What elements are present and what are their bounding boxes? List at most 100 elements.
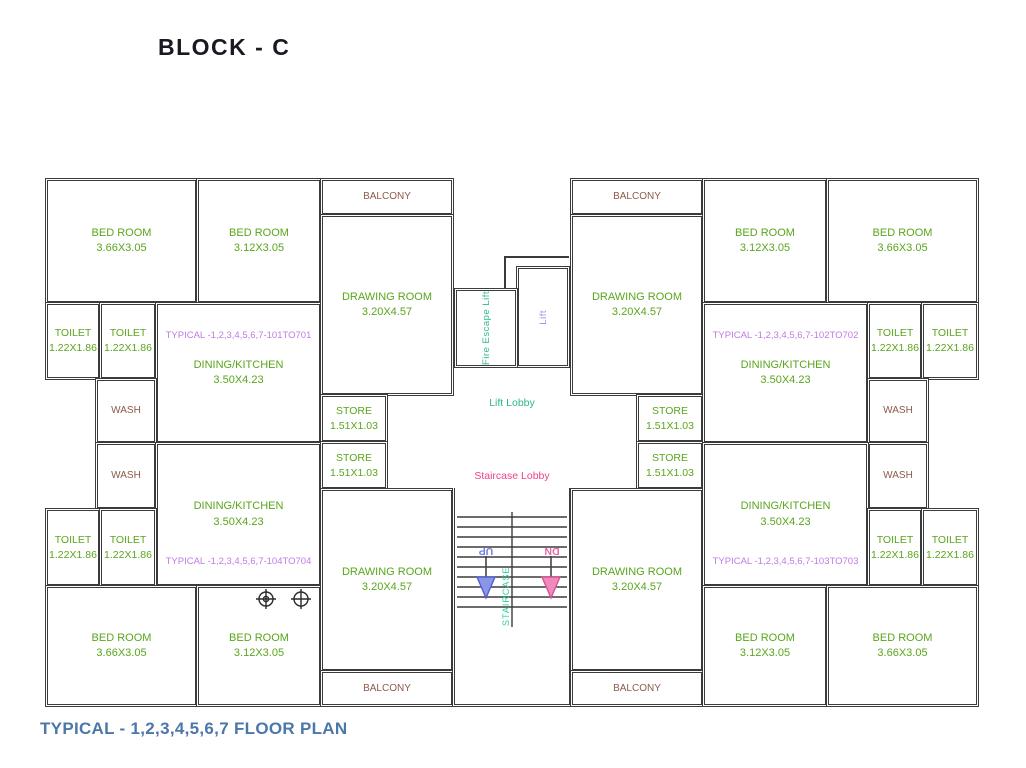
room-label: TOILET [876,533,914,546]
room-bedroom-top-right-2: BED ROOM 3.66X3.05 [826,178,979,304]
room-label: TOILET [109,327,147,340]
room-dims: 3.20X4.57 [361,581,413,593]
room-dims: 3.12X3.05 [739,647,791,659]
room-balcony-top-left: BALCONY [320,178,454,216]
lift-label: Lift [537,309,549,325]
room-dims: 1.51X1.03 [646,466,694,479]
room-balcony-bottom-left: BALCONY [320,670,454,707]
room-label: STORE [336,451,372,464]
room-dims: 1.51X1.03 [330,466,378,479]
room-label: STORE [652,451,688,464]
room-dims: 3.12X3.05 [233,647,285,659]
room-dining-kitchen-bottom-right: DINING/KITCHEN 3.50X4.23 TYPICAL -1,2,3,… [702,442,869,587]
room-label: STORE [336,404,372,417]
unit-number-104: TYPICAL -1,2,3,4,5,6,7-104TO704 [165,555,312,567]
room-balcony-top-right: BALCONY [570,178,704,216]
room-toilet-bottom-right-1: TOILET 1.22X1.86 [867,508,923,587]
room-label: BALCONY [363,682,411,694]
room-bedroom-bottom-right-2: BED ROOM 3.66X3.05 [826,585,979,707]
floor-plan-title: TYPICAL - 1,2,3,4,5,6,7 FLOOR PLAN [40,719,348,738]
room-label: BALCONY [613,682,661,694]
room-bedroom-bottom-left-1: BED ROOM 3.66X3.05 [45,585,198,707]
room-dims: 3.50X4.23 [760,374,811,386]
unit-number-103: TYPICAL -1,2,3,4,5,6,7-103TO703 [712,555,859,567]
room-label: DRAWING ROOM [591,565,683,578]
room-wash-top-left: WASH [95,378,157,444]
room-label: DINING/KITCHEN [193,358,284,371]
room-label: BED ROOM [229,631,289,644]
room-store-left-2: STORE 1.51X1.03 [320,441,388,490]
room-label: TOILET [54,533,92,546]
room-lift: Lift [516,266,570,368]
room-label: DRAWING ROOM [341,290,433,303]
room-dims: 3.50X4.23 [213,374,264,386]
room-label: TOILET [931,327,969,340]
room-label: WASH [883,405,913,416]
room-dims: 1.22X1.86 [104,342,152,354]
room-dims: 3.20X4.57 [361,306,413,318]
room-label: BALCONY [363,191,411,202]
staircase-lobby-label: Staircase Lobby [474,470,550,482]
room-label: TOILET [931,533,969,546]
ceiling-point-icons [256,589,311,609]
room-label: BED ROOM [872,631,933,644]
room-dims: 3.12X3.05 [233,242,285,254]
room-toilet-top-right-2: TOILET 1.22X1.86 [921,302,979,380]
room-bedroom-top-left-2: BED ROOM 3.12X3.05 [196,178,322,304]
room-toilet-top-right-1: TOILET 1.22X1.86 [867,302,923,380]
room-label: BED ROOM [872,226,933,239]
room-label: TOILET [109,533,147,546]
room-toilet-top-left-2: TOILET 1.22X1.86 [99,302,157,380]
room-wash-top-right: WASH [867,378,929,444]
room-dims: 3.66X3.05 [96,242,147,254]
room-toilet-bottom-right-2: TOILET 1.22X1.86 [921,508,979,587]
page-title: BLOCK - C [158,34,291,60]
room-dims: 1.22X1.86 [926,548,974,561]
staircase-label: STAIRCASE [501,566,511,626]
room-dining-kitchen-bottom-left: DINING/KITCHEN 3.50X4.23 TYPICAL -1,2,3,… [155,442,322,587]
room-drawing-top-left: DRAWING ROOM 3.20X4.57 [320,214,454,396]
room-label: DINING/KITCHEN [740,500,831,513]
room-dims: 1.22X1.86 [49,342,97,354]
room-dims: 3.66X3.05 [877,242,928,254]
room-dining-kitchen-top-left: TYPICAL -1,2,3,4,5,6,7-101TO701 DINING/K… [155,302,322,444]
room-label: DINING/KITCHEN [193,500,284,513]
room-drawing-bottom-right: DRAWING ROOM 3.20X4.57 [570,488,704,672]
lift-shaft-step-wall [504,256,569,290]
room-toilet-bottom-left-1: TOILET 1.22X1.86 [45,508,101,587]
room-dims: 1.22X1.86 [104,548,152,561]
room-dims: 1.51X1.03 [330,419,378,432]
room-toilet-top-left-1: TOILET 1.22X1.86 [45,302,101,380]
room-label: WASH [883,470,913,481]
room-store-left-1: STORE 1.51X1.03 [320,394,388,443]
room-label: BALCONY [613,191,661,202]
room-store-right-2: STORE 1.51X1.03 [636,441,704,490]
room-toilet-bottom-left-2: TOILET 1.22X1.86 [99,508,157,587]
room-dims: 1.22X1.86 [49,548,97,561]
room-dims: 3.12X3.05 [739,242,791,254]
room-bedroom-top-right-1: BED ROOM 3.12X3.05 [702,178,828,304]
room-dims: 3.50X4.23 [760,515,811,528]
unit-number-102: TYPICAL -1,2,3,4,5,6,7-102TO702 [712,330,859,341]
room-label: BED ROOM [735,631,795,644]
room-dining-kitchen-top-right: TYPICAL -1,2,3,4,5,6,7-102TO702 DINING/K… [702,302,869,444]
unit-number-101: TYPICAL -1,2,3,4,5,6,7-101TO701 [165,330,312,341]
room-drawing-bottom-left: DRAWING ROOM 3.20X4.57 [320,488,454,672]
room-store-right-1: STORE 1.51X1.03 [636,394,704,443]
room-label: BED ROOM [229,226,289,239]
room-balcony-bottom-right: BALCONY [570,670,704,707]
room-label: BED ROOM [735,226,795,239]
room-label: DRAWING ROOM [591,290,683,303]
lift-lobby-label: Lift Lobby [489,397,535,409]
room-drawing-top-right: DRAWING ROOM 3.20X4.57 [570,214,704,396]
room-wash-bottom-left: WASH [95,442,157,510]
room-dims: 3.66X3.05 [877,647,928,659]
room-bedroom-top-left-1: BED ROOM 3.66X3.05 [45,178,198,304]
room-dims: 1.22X1.86 [926,342,974,354]
room-label: BED ROOM [91,226,152,239]
room-dims: 3.50X4.23 [213,515,264,528]
room-label: WASH [111,470,141,481]
room-dims: 1.22X1.86 [871,548,919,561]
staircase-treads [457,512,567,627]
